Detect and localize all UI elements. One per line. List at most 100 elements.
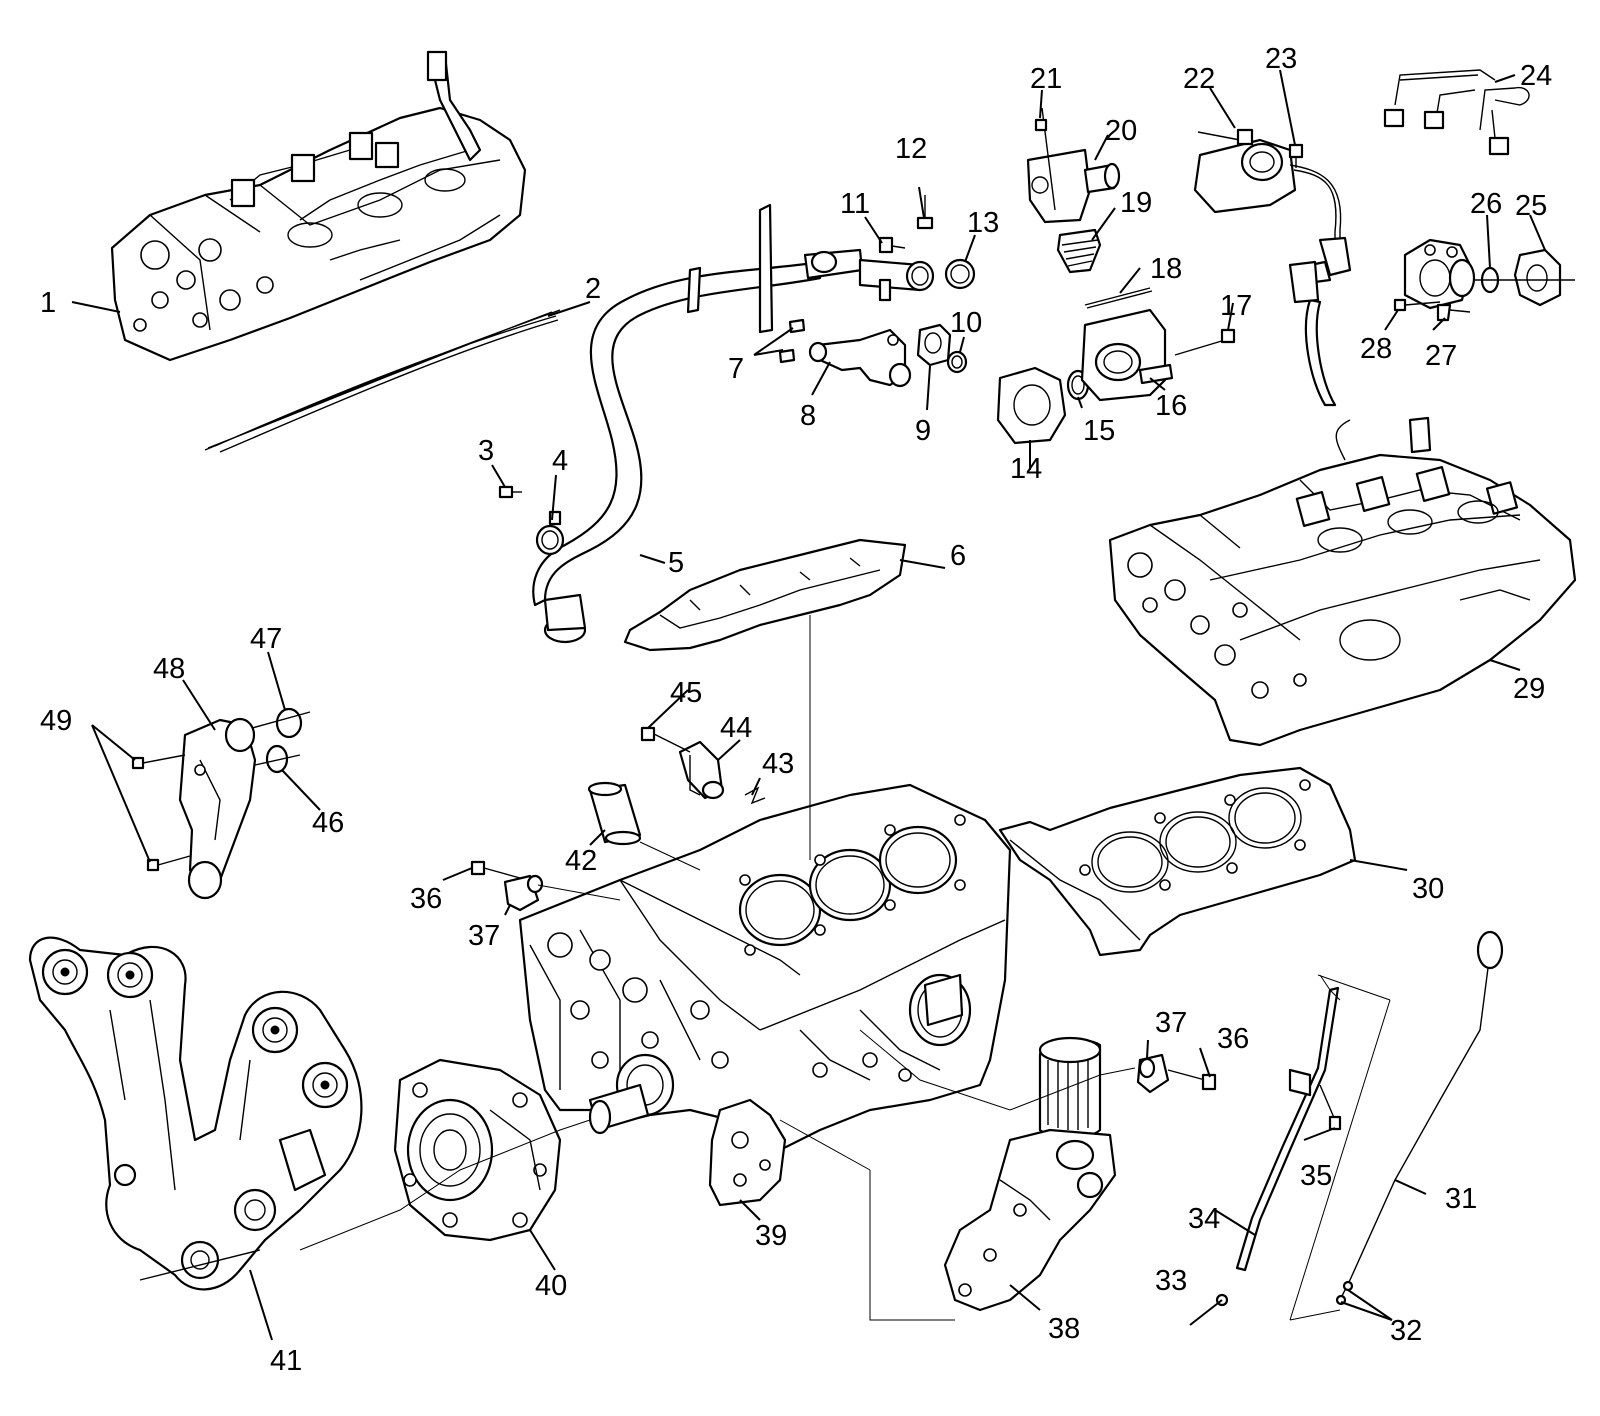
callout-7: 7 [728,353,744,385]
callout-38: 38 [1048,1313,1080,1345]
callout-21: 21 [1030,63,1062,95]
o-ring-10 [946,350,968,374]
bolt-23 [1288,143,1304,168]
callout-3: 3 [478,435,494,467]
seal-18 [1084,287,1153,309]
sensor-37-upper [503,874,544,912]
bolt-11 [878,236,906,254]
callout-4: 4 [552,445,568,477]
seal-46 [254,744,301,774]
callout-30: 30 [1412,873,1444,905]
o-ring-13 [944,258,976,290]
callout-15: 15 [1083,415,1115,447]
callout-28: 28 [1360,333,1392,365]
callout-8: 8 [800,400,816,432]
callout-17: 17 [1220,290,1252,322]
bolt-12 [916,195,934,230]
timing-chain-41 [28,936,363,1291]
leader-lines [71,69,1546,1341]
high-pressure-pump-27 [1403,238,1476,322]
callout-32: 32 [1390,1315,1422,1347]
fuel-pump-bracket-22 [1193,128,1297,214]
thermostat-19 [1056,228,1102,274]
dipstick-tube-34 [1235,986,1340,1272]
cylinder-head-right [1108,260,1577,747]
cylinder-head-left [110,50,527,362]
bracket-39 [708,1098,787,1207]
callout-29: 29 [1513,673,1545,705]
callout-23: 23 [1265,43,1297,75]
callout-22: 22 [1183,63,1215,95]
sensor-44 [678,740,725,800]
callout-31: 31 [1445,1183,1477,1215]
callout-labels: 1 2 3 4 5 6 7 8 9 10 11 12 13 14 15 16 1… [40,43,1552,1377]
bolt-17 [1174,328,1236,356]
callout-33: 33 [1155,1265,1187,1297]
callout-46: 46 [312,807,344,839]
callout-34: 34 [1188,1203,1220,1235]
callout-25: 25 [1515,190,1547,222]
callout-11: 11 [840,188,870,220]
sensor-37-lower [1136,1053,1170,1094]
callout-49: 49 [40,705,72,737]
callout-2: 2 [585,273,601,305]
callout-37a: 37 [468,920,500,952]
oil-filter-housing-38 [943,1036,1117,1312]
fuel-rail-24 [1383,69,1530,156]
o-rings-32 [1335,1280,1354,1306]
gasket-14 [996,366,1067,445]
callout-37b: 37 [1155,1007,1187,1039]
clip-43 [744,786,766,805]
sensor-42 [587,781,642,846]
callout-41: 41 [270,1345,302,1377]
callout-14: 14 [1010,453,1042,485]
thermostat-housing-16 [1080,308,1174,402]
outlet-pipe-8 [808,328,912,388]
coolant-pipe [532,203,935,644]
callout-5: 5 [668,547,684,579]
bolts-7 [778,318,806,364]
dipstick-31 [1339,930,1504,1301]
callout-26: 26 [1470,188,1502,220]
callout-44: 44 [720,712,752,744]
callout-45: 45 [670,677,702,709]
gasket-25 [1475,248,1575,307]
bolt-36-upper [470,860,521,879]
bolt-3 [498,485,522,499]
callout-19: 19 [1120,187,1152,219]
callout-12: 12 [895,133,927,165]
callout-16: 16 [1155,390,1187,422]
bolt-21 [1034,107,1056,211]
bolt-28 [1393,298,1441,312]
callout-36a: 36 [410,883,442,915]
callout-9: 9 [915,415,931,447]
water-outlet-20 [1026,148,1121,224]
bolt-45 [640,726,691,753]
callout-42: 42 [565,845,597,877]
callout-36b: 36 [1217,1023,1249,1055]
callout-40: 40 [535,1270,567,1302]
callout-24: 24 [1520,60,1552,92]
callout-27: 27 [1425,340,1457,372]
callout-1: 1 [40,287,56,319]
water-pump-housing-48 [178,717,257,900]
callout-6: 6 [950,540,966,572]
callout-39: 39 [755,1220,787,1252]
gasket-9 [916,323,952,367]
bolt-35 [1319,1084,1342,1131]
callout-20: 20 [1105,115,1137,147]
callout-35: 35 [1300,1160,1332,1192]
callout-18: 18 [1150,253,1182,285]
engine-block [518,783,1012,1152]
oil-pump-40 [393,1058,562,1242]
callout-13: 13 [967,207,999,239]
valve-cover-gasket-left [204,309,561,453]
head-gasket-30 [998,766,1357,957]
callout-10: 10 [950,307,982,339]
valley-cover-6 [623,538,907,652]
fuel-line-23 [1289,164,1352,284]
o-ring-47 [244,707,311,739]
hose-clamp-4 [535,510,565,556]
bolts-49 [131,754,191,872]
